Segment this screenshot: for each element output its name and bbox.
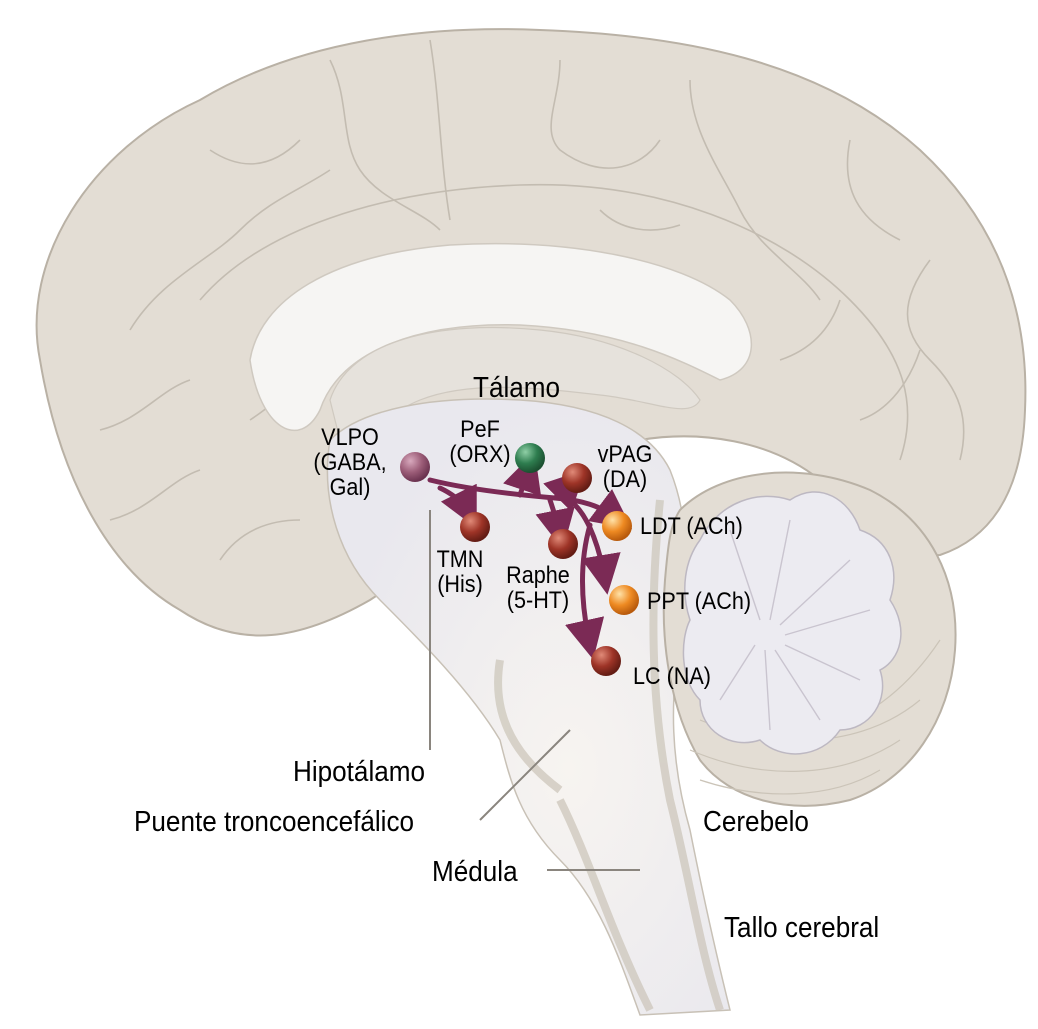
brainstem	[326, 398, 731, 1016]
corpus-callosum	[249, 242, 752, 431]
arbor-vitae	[682, 491, 902, 755]
label-hipotalamo: Hipotálamo	[293, 756, 426, 788]
node-pef	[515, 443, 545, 473]
label-talamo: Tálamo	[473, 372, 561, 404]
label-vlpo: VLPO (GABA, Gal)	[310, 425, 391, 501]
node-lc	[591, 646, 621, 676]
label-vpag: vPAG (DA)	[589, 441, 661, 494]
label-raphe-line1: Raphe	[506, 562, 570, 589]
label-vlpo-line3: Gal)	[329, 474, 371, 502]
label-pef: PeF (ORX)	[444, 416, 516, 469]
label-pef-line1: PeF	[460, 416, 500, 443]
node-vlpo	[400, 452, 430, 482]
node-vpag	[562, 463, 592, 493]
label-medula: Médula	[432, 856, 518, 888]
gyri	[99, 39, 965, 561]
node-ldt	[602, 511, 632, 541]
node-tmn	[460, 512, 490, 542]
leader-lines	[429, 510, 640, 871]
label-lc: LC (NA)	[633, 664, 711, 689]
label-raphe: Raphe (5-HT)	[502, 562, 574, 615]
label-cerebelo: Cerebelo	[703, 806, 809, 838]
label-vlpo-line1: VLPO	[321, 424, 379, 451]
label-tmn-line2: (His)	[437, 571, 483, 599]
label-lc-text: LC (NA)	[633, 663, 712, 690]
label-tallo: Tallo cerebral	[724, 912, 880, 944]
node-raphe	[548, 529, 578, 559]
label-vpag-line1: vPAG	[597, 441, 653, 468]
label-ldt: LDT (ACh)	[640, 514, 743, 539]
node-ppt	[609, 585, 639, 615]
label-ppt-text: PPT (ACh)	[647, 588, 752, 615]
label-tmn-line1: TMN	[436, 546, 484, 573]
label-raphe-line2: (5-HT)	[506, 587, 570, 615]
label-tmn: TMN (His)	[429, 546, 492, 599]
label-puente: Puente troncoencefálico	[134, 806, 415, 838]
label-pef-line2: (ORX)	[449, 441, 511, 469]
label-vlpo-line2: (GABA,	[313, 449, 387, 477]
label-ppt: PPT (ACh)	[647, 589, 751, 614]
label-ldt-text: LDT (ACh)	[640, 513, 743, 540]
label-vpag-line2: (DA)	[602, 466, 648, 494]
